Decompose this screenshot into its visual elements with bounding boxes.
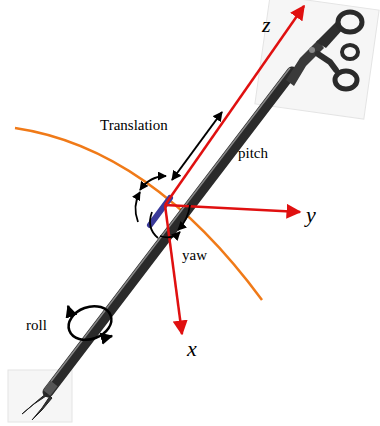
instrument-shaft [48,72,292,392]
motion-label: Translation [100,118,168,133]
scissor-handle [286,12,362,89]
axis-arrows [165,6,304,334]
roll-arrow [64,300,116,345]
axis-label: z [262,14,271,36]
grasper-jaws [22,381,58,420]
axis-label: x [187,338,197,360]
translation-arrow [172,112,222,180]
axis-label: y [306,204,316,226]
motion-label: yaw [182,248,207,263]
shaft-highlight [46,68,290,388]
rotation-arrows [135,176,190,238]
motion-label: roll [26,318,47,333]
motion-label: pitch [238,146,268,161]
